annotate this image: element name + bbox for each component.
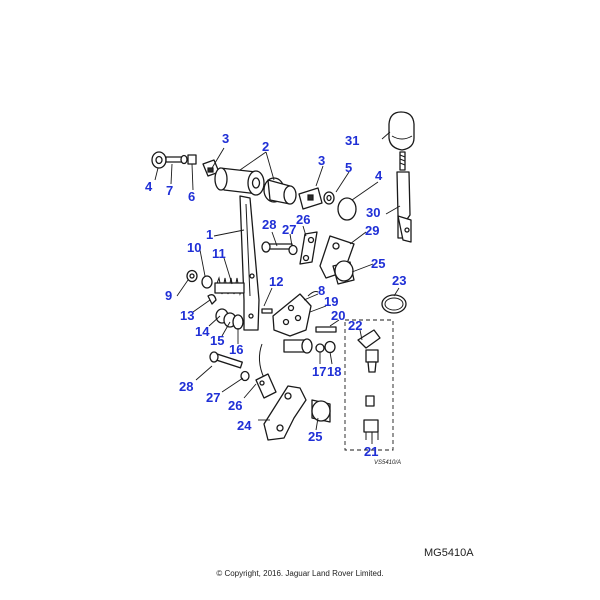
gear-knob — [388, 111, 415, 151]
callout-24: 24 — [237, 418, 252, 433]
callout-1: 1 — [206, 227, 213, 242]
callout-23: 23 — [392, 273, 406, 288]
washer-10 — [201, 275, 213, 289]
pin-12 — [261, 308, 273, 314]
callout-20: 20 — [331, 308, 345, 323]
spring-11 — [214, 276, 245, 296]
switch-connector-21 — [363, 395, 379, 440]
callout-25-lower: 25 — [308, 429, 322, 444]
washer-right — [323, 191, 335, 205]
callout-29: 29 — [365, 223, 379, 238]
callout-19: 19 — [324, 294, 338, 309]
callout-4-left: 4 — [145, 179, 153, 194]
bolt-28-lower — [209, 351, 243, 369]
bush-right — [298, 187, 323, 210]
bush-25-upper — [332, 260, 355, 285]
callout-22: 22 — [348, 318, 362, 333]
pivot-cap-left — [151, 151, 167, 169]
callout-21: 21 — [364, 444, 378, 459]
link-plate-26-lower — [255, 373, 277, 399]
switch-bracket-22 — [357, 329, 381, 349]
washer-27-upper — [288, 244, 298, 256]
callout-27-upper: 27 — [282, 222, 296, 237]
callout-28-lower: 28 — [179, 379, 193, 394]
main-link-arm — [239, 195, 260, 331]
callout-30: 30 — [366, 205, 380, 220]
bolt-19 — [315, 326, 337, 333]
callout-13: 13 — [180, 308, 194, 323]
callout-31: 31 — [345, 133, 359, 148]
callout-7: 7 — [166, 183, 173, 198]
callout-12: 12 — [269, 274, 283, 289]
callout-27-lower: 27 — [206, 390, 220, 405]
pivot-pin — [165, 154, 188, 165]
callout-9: 9 — [165, 288, 172, 303]
callout-16: 16 — [229, 342, 243, 357]
motion-arrow — [258, 343, 265, 379]
spacer-16 — [232, 314, 244, 330]
motion-arrow-upper — [307, 291, 319, 297]
callout-10: 10 — [187, 240, 201, 255]
callout-3-upper-left: 3 — [222, 131, 229, 146]
callout-26-upper: 26 — [296, 212, 310, 227]
gear-lever — [396, 151, 412, 243]
selector-bracket — [272, 293, 313, 354]
callout-15: 15 — [210, 333, 224, 348]
bolt-28-upper — [261, 241, 293, 253]
callout-8: 8 — [318, 283, 325, 298]
nut-9 — [186, 269, 198, 283]
switch-body-20 — [365, 349, 379, 373]
clip-23 — [381, 294, 407, 314]
pivot-cap-right — [337, 197, 357, 221]
washer-17 — [315, 343, 325, 353]
pivot-tube — [214, 167, 265, 196]
callout-5: 5 — [345, 160, 352, 175]
callout-4-right: 4 — [375, 168, 383, 183]
callout-6: 6 — [188, 189, 195, 204]
callout-3-upper-right: 3 — [318, 153, 325, 168]
callout-11: 11 — [212, 246, 226, 261]
nut-18 — [324, 340, 336, 354]
callout-28-upper: 28 — [262, 217, 276, 232]
callout-26-lower: 26 — [228, 398, 242, 413]
link-plate-26-upper — [299, 231, 318, 265]
bush-25-lower — [311, 399, 331, 423]
small-bush — [187, 154, 197, 165]
callout-14: 14 — [195, 324, 210, 339]
diagram-reference-code: MG5410A — [424, 547, 474, 559]
subassembly-outline — [344, 319, 394, 451]
callout-18: 18 — [327, 364, 341, 379]
callout-17: 17 — [312, 364, 326, 379]
clip-13 — [207, 294, 217, 305]
leader-lines — [154, 131, 401, 444]
callout-2: 2 — [262, 139, 269, 154]
sleeve-right — [263, 177, 297, 205]
callout-25-upper: 25 — [371, 256, 385, 271]
copyright-notice: © Copyright, 2016. Jaguar Land Rover Lim… — [216, 569, 384, 578]
sub-reference-code: VS5410/A — [374, 460, 401, 466]
washer-27-lower — [240, 370, 250, 382]
bracket-24 — [263, 385, 307, 441]
